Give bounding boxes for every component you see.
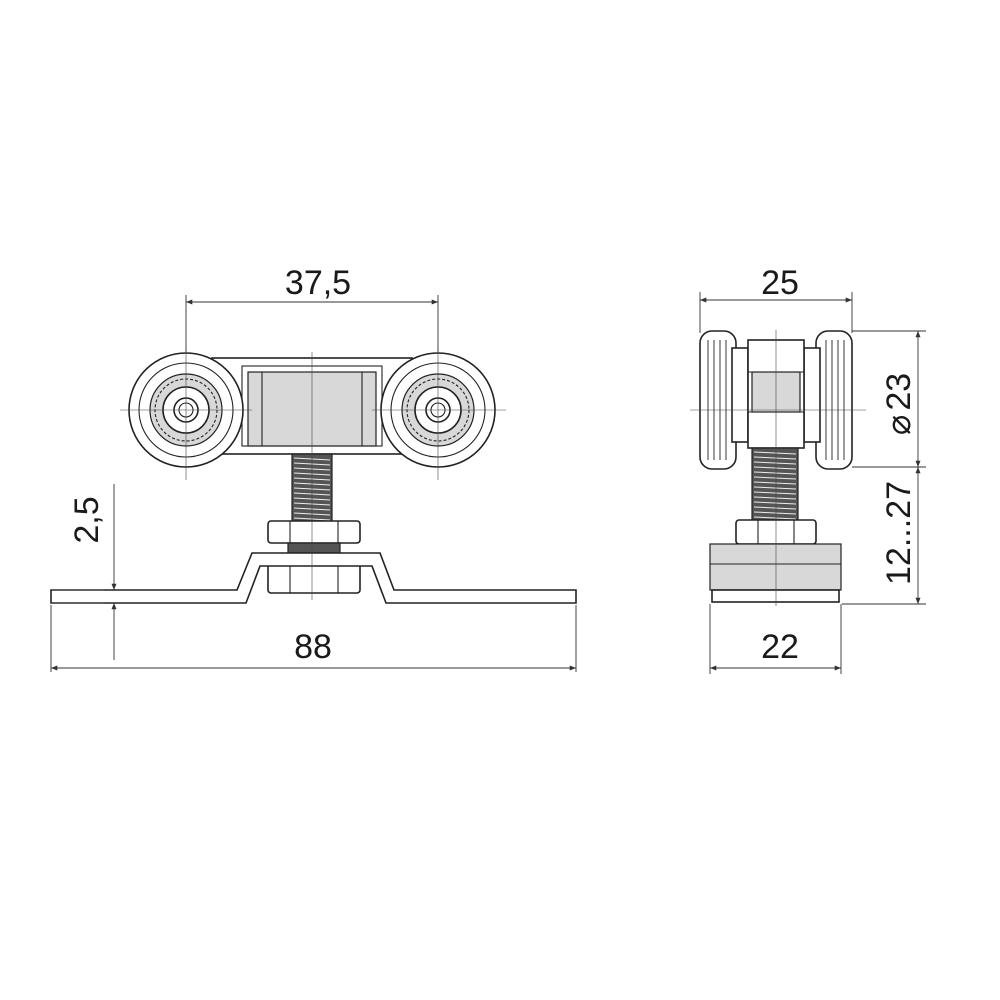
dimension-wheel-diameter: ⌀ 23 (852, 330, 926, 468)
diameter-value: 23 (880, 373, 918, 411)
thread-line (753, 461, 797, 465)
side-hub-left (731, 347, 749, 443)
dimension-height-range: 12...27 (842, 467, 926, 605)
thread-line (753, 466, 797, 470)
base-plate (50, 552, 577, 604)
side-threaded-bolt (751, 447, 799, 523)
side-wheel-right (815, 330, 853, 470)
thread-line (753, 511, 797, 515)
thread-line (753, 456, 797, 460)
thread-line (753, 471, 797, 475)
side-view: 25 ⌀ 23 12...27 22 (690, 264, 926, 674)
label-side-width: 25 (761, 264, 799, 302)
label-wheel-diameter: ⌀ 23 (880, 373, 918, 435)
label-plate-length: 88 (294, 628, 332, 666)
side-base-block (709, 543, 842, 603)
side-wheel-left (699, 330, 737, 470)
dimension-axle-spacing: 37,5 (185, 264, 439, 352)
dimension-base-width: 22 (709, 604, 842, 674)
front-view: 37,5 88 2,5 (50, 264, 577, 672)
thread-line (753, 491, 797, 495)
thread-line (753, 476, 797, 480)
nut-upper (267, 520, 361, 544)
label-plate-thickness: 2,5 (68, 496, 106, 543)
label-base-width: 22 (761, 628, 799, 666)
diameter-symbol: ⌀ (880, 415, 918, 435)
dimension-side-width: 25 (699, 264, 853, 333)
side-hub-right (803, 347, 821, 443)
thread-line (753, 481, 797, 485)
thread-line (753, 516, 797, 520)
thread-line (753, 451, 797, 455)
thread-line (753, 506, 797, 510)
label-axle-spacing: 37,5 (285, 264, 351, 302)
dimension-plate-length: 88 (50, 605, 577, 672)
front-centerlines (120, 348, 506, 600)
label-height-range: 12...27 (880, 481, 918, 585)
thread-line (753, 501, 797, 505)
dimension-plate-thickness: 2,5 (52, 484, 117, 660)
thread-line (753, 486, 797, 490)
thread-line (753, 496, 797, 500)
